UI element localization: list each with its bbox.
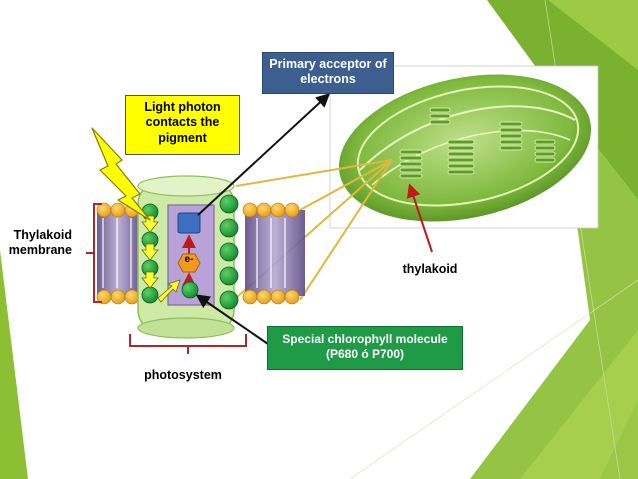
chloroplast-illustration: [329, 65, 599, 229]
primary-acceptor-label: Primary acceptor of electrons: [262, 52, 394, 94]
membrane-bracket: [86, 203, 102, 303]
lightning-bolt-icon: [91, 127, 151, 221]
bilayer-left: [96, 202, 140, 305]
energy-transfer-arrows: [141, 215, 181, 303]
bilayer-right: [242, 202, 305, 305]
thylakoid-membrane-label: Thylakoid membrane: [8, 228, 72, 258]
acceptor-callout-arrow: [197, 93, 331, 216]
electron-label: e-: [184, 254, 194, 265]
light-photon-label: Light photon contacts the pigment: [125, 95, 240, 155]
acceptor-square-icon: [177, 212, 201, 234]
antenna-pigments-right: [219, 194, 239, 310]
chlorophyll-callout-arrow: [195, 294, 269, 345]
grana-stacks: [399, 107, 556, 179]
special-chlorophyll-label: Special chlorophyll molecule (P680 ó P70…: [267, 326, 463, 370]
lipid-bilayer: [96, 202, 305, 305]
slide-left-accent: [0, 250, 28, 479]
photosystem-bracket: [129, 334, 247, 354]
thylakoid-callout-arrow: [406, 183, 433, 253]
photosystem-label: photosystem: [144, 368, 222, 382]
thylakoid-label: thylakoid: [402, 262, 458, 276]
reaction-center-chlorophyll: [181, 281, 199, 299]
electron-hexagon-icon: [177, 253, 201, 273]
